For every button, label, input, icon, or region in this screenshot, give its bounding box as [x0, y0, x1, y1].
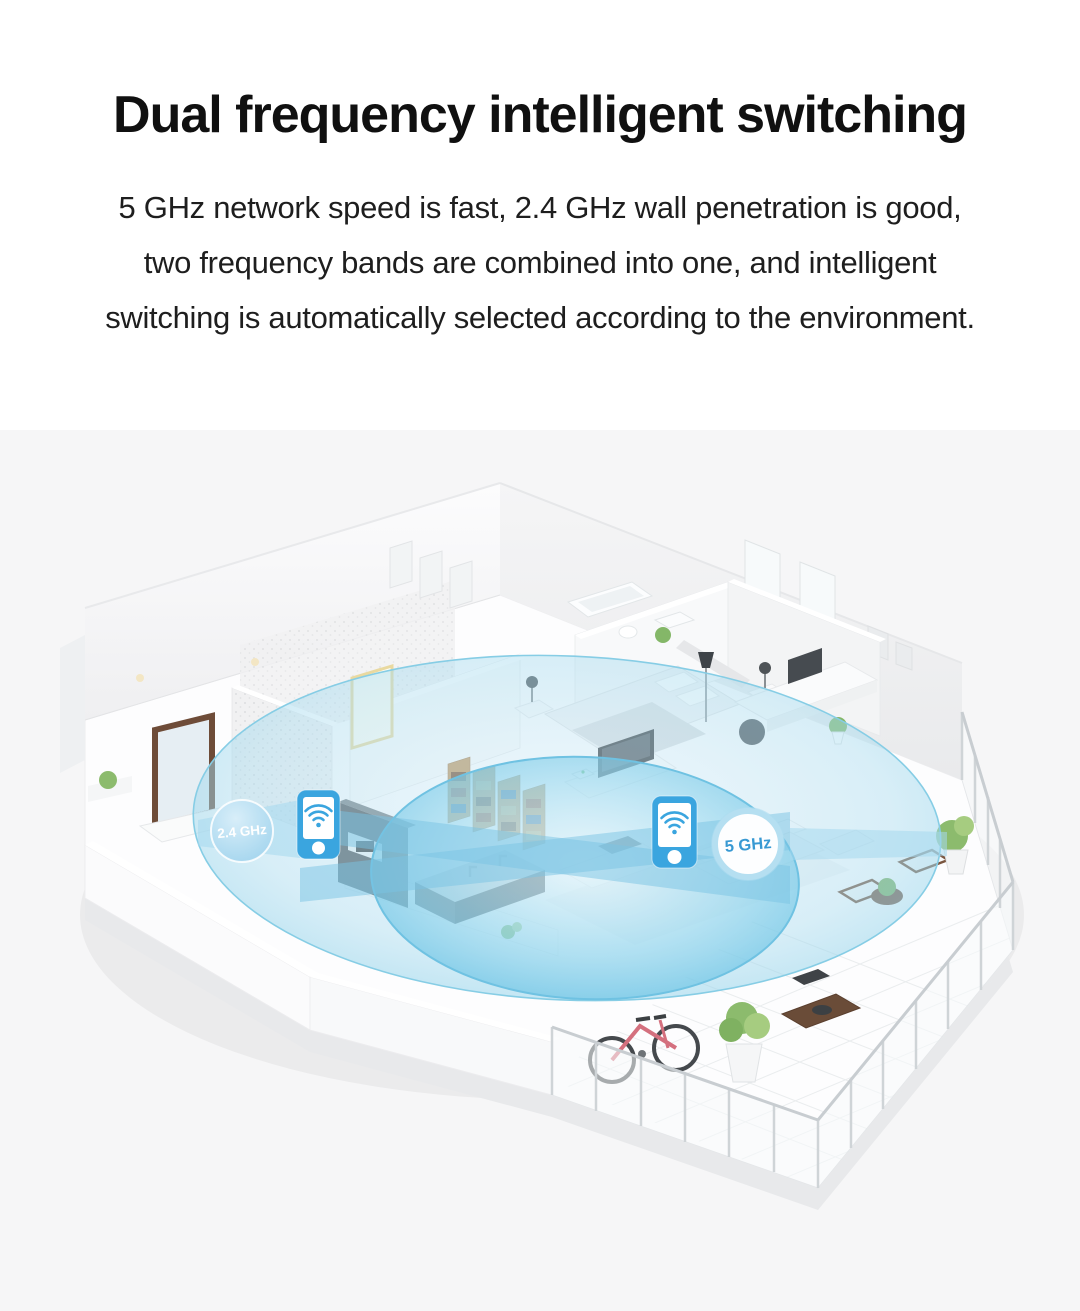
wifi-repeater-icon-right	[651, 795, 698, 869]
feature-description-line-2: two frequency bands are combined into on…	[143, 244, 937, 280]
balcony-railing	[550, 711, 1015, 1190]
wifi-repeater-icon-left	[296, 789, 341, 860]
feature-description-line-3: switching is automatically selected acco…	[105, 299, 975, 335]
wifi-signal-icon	[304, 804, 333, 828]
apartment-wifi-illustration: 2.4 GHz	[60, 482, 1024, 1210]
feature-description: 5 GHz network speed is fast, 2.4 GHz wal…	[0, 180, 1080, 345]
feature-header: Dual frequency intelligent switching 5 G…	[0, 0, 1080, 345]
bathroom-fixtures	[566, 581, 696, 639]
badge-5ghz: 5 GHz	[711, 807, 785, 881]
patio-plant	[719, 1002, 770, 1083]
illustration-section: 2.4 GHz	[0, 430, 1080, 1311]
feature-title: Dual frequency intelligent switching	[113, 86, 968, 144]
feature-description-line-1: 5 GHz network speed is fast, 2.4 GHz wal…	[118, 189, 962, 225]
badge-5ghz-label: 5 GHz	[724, 834, 772, 856]
badge-24ghz-label: 2.4 GHz	[217, 822, 268, 841]
wifi-signal-icon	[660, 811, 689, 835]
wifi-coverage-overlay: 2.4 GHz	[192, 654, 947, 1002]
badge-24ghz: 2.4 GHz	[210, 799, 274, 863]
